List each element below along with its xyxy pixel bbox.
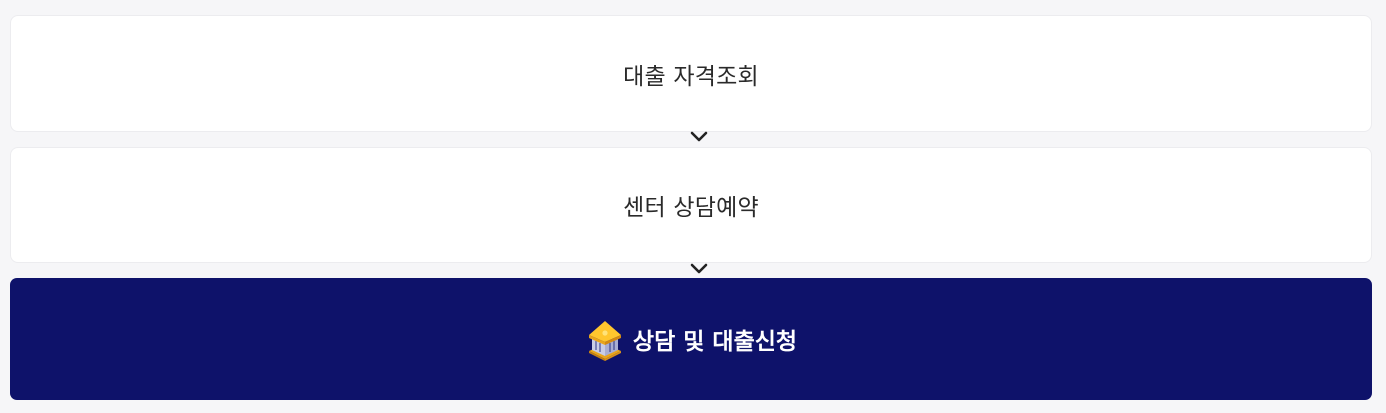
- step-eligibility-check[interactable]: 대출 자격조회: [10, 15, 1372, 132]
- step-center-reservation-label: 센터 상담예약: [623, 195, 759, 221]
- step-eligibility-check-label: 대출 자격조회: [623, 63, 759, 90]
- chevron-down-icon: [690, 263, 708, 274]
- step-center-reservation[interactable]: 센터 상담예약: [10, 147, 1372, 263]
- bank-building-icon: [588, 321, 621, 361]
- consult-and-loan-apply-button[interactable]: 상담 및 대출신청: [10, 278, 1372, 400]
- chevron-down-icon: [690, 131, 708, 142]
- consult-and-loan-apply-label: 상담 및 대출신청: [632, 329, 798, 355]
